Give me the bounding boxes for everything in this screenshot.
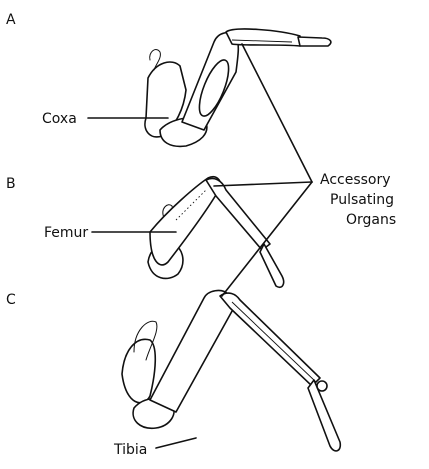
leg-a-tibia: [226, 29, 300, 46]
label-coxa: Coxa: [42, 111, 77, 127]
label-tibia: Tibia: [113, 442, 147, 458]
leg-c-illustration: [122, 291, 340, 451]
label-accessory-line1: Accessory: [320, 172, 391, 188]
panel-letter-a: A: [6, 12, 16, 28]
panel-letter-c: C: [6, 292, 16, 308]
label-femur: Femur: [44, 225, 88, 241]
label-accessory-line2: Pulsating: [330, 192, 394, 208]
leg-b-femur: [150, 177, 220, 265]
leg-b-tibia: [206, 178, 270, 250]
label-accessory-line3: Organs: [346, 212, 396, 228]
panel-letter-b: B: [6, 176, 16, 192]
tibia-leader-line: [156, 438, 196, 448]
leg-c-femur: [150, 291, 236, 412]
leg-a-illustration: [145, 29, 331, 146]
